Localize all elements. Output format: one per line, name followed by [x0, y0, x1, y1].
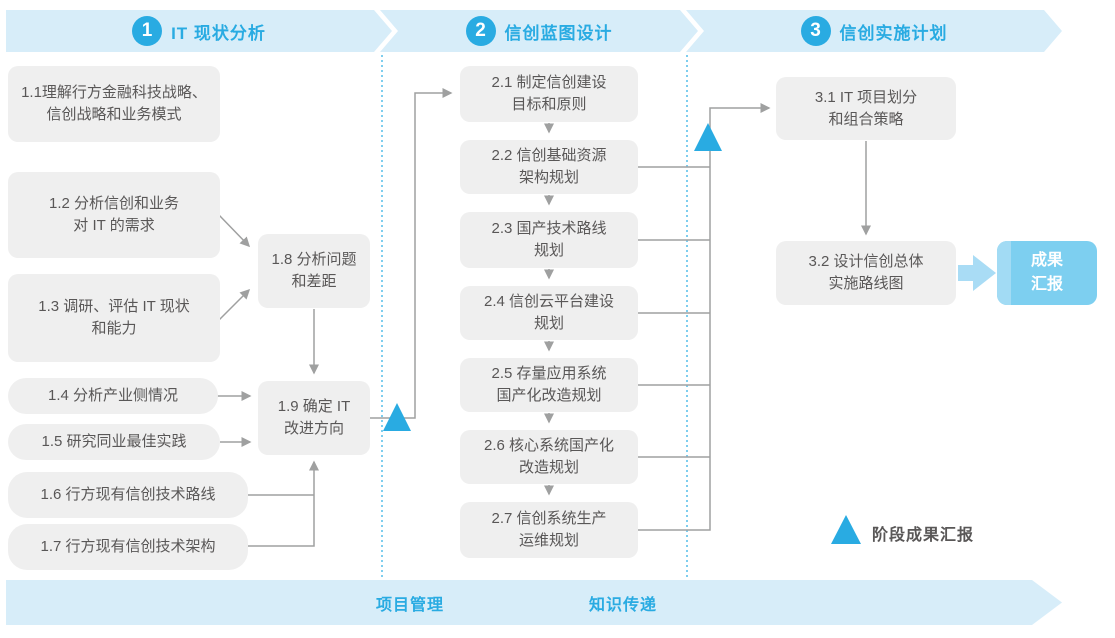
- legend-triangle-icon: [831, 515, 861, 544]
- milestone-triangle-phase1-icon: [383, 403, 411, 431]
- connector-1-2-to-1-8: [217, 213, 251, 248]
- phase2-title: 信创蓝图设计: [504, 23, 613, 43]
- box-2-7: 2.7 信创系统生产 运维规划: [460, 502, 638, 558]
- phase3-banner: 3 信创实施计划: [686, 10, 1062, 52]
- box-1-7: 1.7 行方现有信创技术架构: [8, 524, 248, 570]
- connector-1-7-to-1-9: [248, 460, 319, 547]
- phase1-title: IT 现状分析: [171, 23, 266, 43]
- box-1-8: 1.8 分析问题 和差距: [258, 234, 370, 308]
- legend-label: 阶段成果汇报: [872, 527, 975, 544]
- footer-knowledge-transfer-label: 知识传递: [589, 596, 658, 614]
- box-1-6: 1.6 行方现有信创技术路线: [8, 472, 248, 518]
- box-2-2: 2.2 信创基础资源 架构规划: [460, 140, 638, 194]
- milestone-triangle-phase2-icon: [694, 123, 722, 151]
- box-3-1: 3.1 IT 项目划分 和组合策略: [776, 77, 956, 140]
- phase2-number-badge: 2: [466, 16, 496, 46]
- phase2-banner: 2 信创蓝图设计: [380, 10, 698, 52]
- result-arrow-icon: [958, 255, 996, 291]
- result-box-label: 成果 汇报: [1030, 252, 1063, 293]
- phase1-number-badge: 1: [132, 16, 162, 46]
- box-1-9: 1.9 确定 IT 改进方向: [258, 381, 370, 455]
- box-2-5: 2.5 存量应用系统 国产化改造规划: [460, 358, 638, 412]
- box-1-2: 1.2 分析信创和业务 对 IT 的需求: [8, 172, 220, 258]
- phase3-number-badge: 3: [801, 16, 831, 46]
- box-2-6: 2.6 核心系统国产化 改造规划: [460, 430, 638, 484]
- box-1-3: 1.3 调研、评估 IT 现状 和能力: [8, 274, 220, 362]
- box-2-3: 2.3 国产技术路线 规划: [460, 212, 638, 268]
- connector-1-9-to-2-1: [370, 88, 453, 419]
- footer-banner: 项目管理 知识传递: [6, 580, 1062, 625]
- box-1-5: 1.5 研究同业最佳实践: [8, 424, 220, 460]
- box-2-4: 2.4 信创云平台建设 规划: [460, 286, 638, 340]
- box-1-4: 1.4 分析产业侧情况: [8, 378, 218, 414]
- phase1-banner: 1 IT 现状分析: [6, 10, 392, 52]
- connector-1-3-to-1-8: [217, 288, 251, 322]
- box-3-2: 3.2 设计信创总体 实施路线图: [776, 241, 956, 305]
- result-box: 成果 汇报: [997, 241, 1097, 305]
- result-box-stripe: [997, 241, 1011, 305]
- box-2-1: 2.1 制定信创建设 目标和原则: [460, 66, 638, 122]
- phase3-title: 信创实施计划: [839, 23, 948, 43]
- connector-bus-to-3-1: [638, 103, 771, 531]
- box-1-1: 1.1理解行方金融科技战略、 信创战略和业务模式: [8, 66, 220, 142]
- footer-project-management-label: 项目管理: [376, 596, 445, 614]
